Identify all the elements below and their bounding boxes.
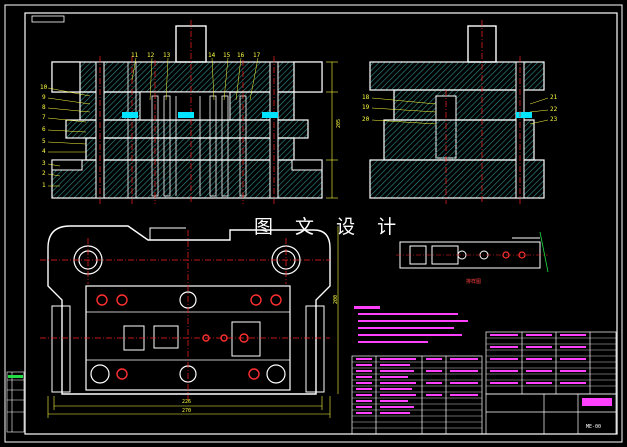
- part-label-22: 22: [550, 106, 558, 113]
- title-block-rows: [352, 337, 616, 429]
- drawing-frame: [24, 12, 618, 435]
- part-label-16: 16: [237, 52, 245, 59]
- part-label-17: 17: [253, 52, 261, 59]
- technical-notes-illegible: [354, 306, 468, 343]
- side-section-view: [369, 20, 549, 204]
- part-label-10: 10: [40, 84, 48, 91]
- part-label-4: 4: [42, 148, 46, 155]
- part-label-18: 18: [362, 94, 370, 101]
- plan-overall-dim: 270: [182, 408, 192, 414]
- front-section-view: [47, 20, 338, 204]
- part-label-1: 1: [42, 182, 46, 189]
- part-label-15: 15: [223, 52, 231, 59]
- plan-view: [40, 225, 339, 418]
- part-label-13: 13: [163, 52, 171, 59]
- part-label-5: 5: [42, 138, 46, 145]
- title-block: [351, 331, 617, 435]
- part-label-20: 20: [362, 116, 370, 123]
- strip-layout-caption: 排样图: [466, 279, 482, 285]
- part-label-11: 11: [131, 52, 139, 59]
- part-label-7: 7: [42, 114, 46, 121]
- part-label-12: 12: [147, 52, 155, 59]
- margin-mark: [8, 375, 23, 378]
- part-label-21: 21: [550, 94, 558, 101]
- part-label-9: 9: [42, 94, 46, 101]
- plan-width-dim: 226: [182, 399, 192, 405]
- part-label-6: 6: [42, 126, 46, 133]
- watermark: 图 文 设 计: [254, 216, 405, 238]
- corner-tag: [31, 15, 65, 23]
- part-label-8: 8: [42, 104, 46, 111]
- plan-height-dim: 200: [333, 294, 339, 304]
- part-label-14: 14: [208, 52, 216, 59]
- title-block-illegible-text: [356, 334, 612, 414]
- part-label-19: 19: [362, 104, 370, 111]
- left-margin-strip: [6, 371, 25, 433]
- front-height-dim: 205: [336, 118, 342, 128]
- strip-layout: [396, 231, 549, 273]
- part-label-2: 2: [42, 170, 46, 177]
- drawing-number: ME-00: [586, 424, 602, 430]
- part-label-3: 3: [42, 160, 46, 167]
- part-label-23: 23: [550, 116, 558, 123]
- outer-frame: [4, 4, 623, 443]
